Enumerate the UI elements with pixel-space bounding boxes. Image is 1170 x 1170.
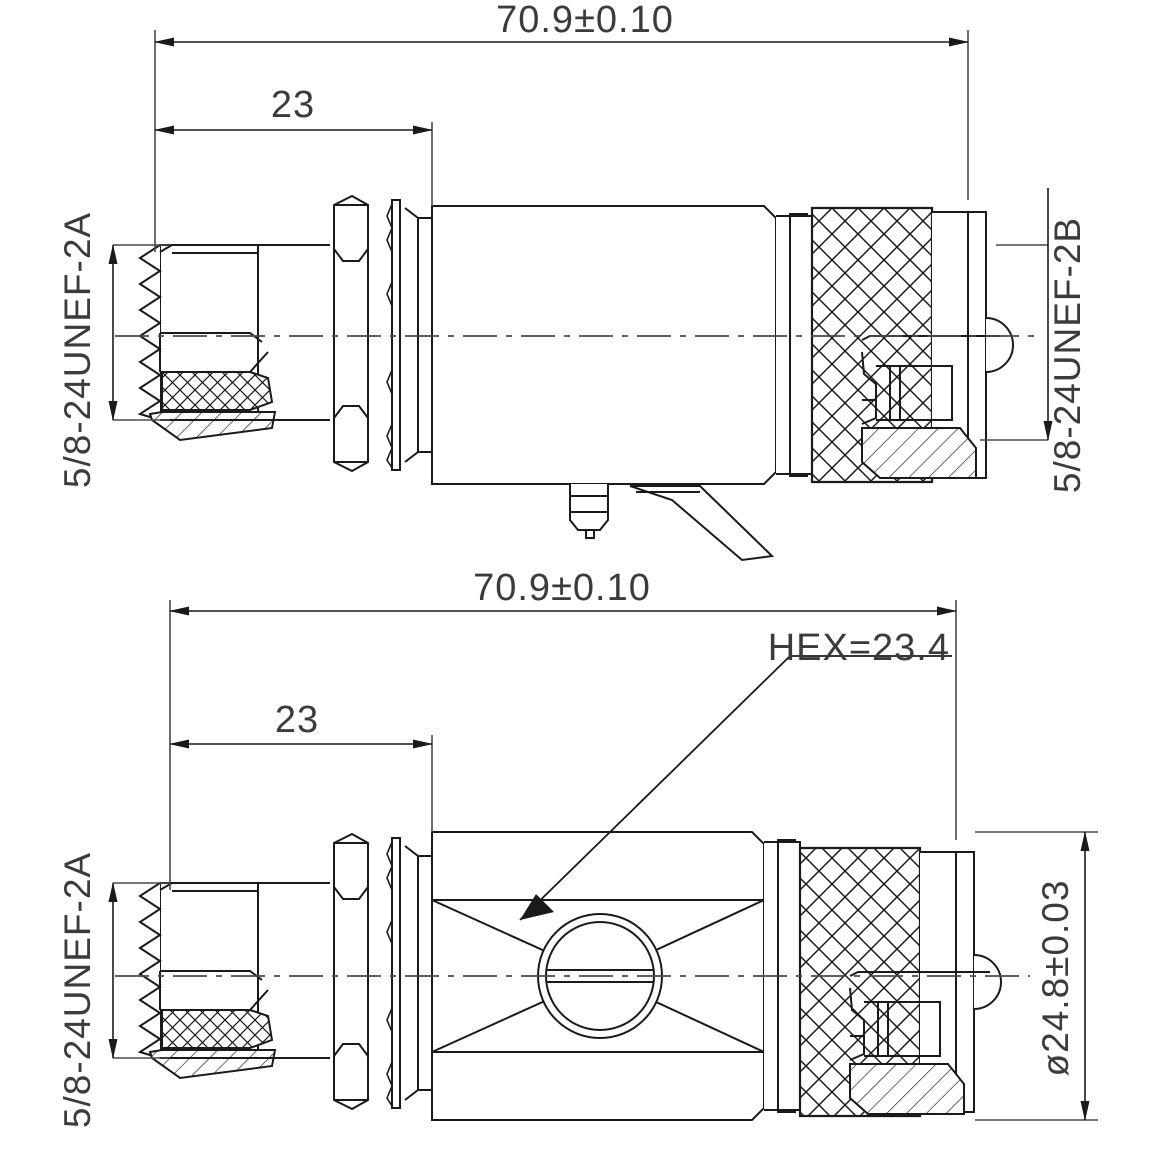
plug-right-bottom — [764, 841, 1002, 1118]
dim-hex-callout: HEX=23.4 — [768, 627, 950, 669]
label-left-thread-top: 5/8-24UNEF-2A — [57, 212, 98, 488]
hex-nut-bottom — [333, 832, 369, 1111]
dim-diameter-callout: ø24.8±0.03 — [1035, 880, 1076, 1077]
top-view — [115, 194, 1040, 562]
plug-right-top — [776, 206, 1014, 484]
dim-overall-length-top: 70.9±0.10 — [496, 0, 674, 41]
flange-face-top — [404, 207, 432, 463]
lock-washer-top — [386, 199, 401, 471]
bottom-view — [115, 831, 1030, 1121]
hex-nut-top — [333, 194, 369, 473]
dim-thread-offset-bottom: 23 — [275, 699, 319, 741]
leader-arrowhead-hex — [520, 894, 554, 920]
dimensions-top — [108, 30, 1053, 441]
main-body-top — [431, 205, 808, 485]
dim-thread-offset-top: 23 — [271, 84, 315, 126]
label-right-thread-top: 5/8-24UNEF-2B — [1047, 217, 1088, 493]
lock-washer-bottom — [386, 837, 401, 1109]
jack-thread-left-top — [137, 244, 330, 442]
dimensions-bottom — [108, 600, 1098, 1121]
flange-face-bottom — [404, 845, 432, 1101]
ground-tag-top — [569, 484, 775, 562]
leader-hex-callout — [519, 655, 952, 921]
label-left-thread-bottom: 5/8-24UNEF-2A — [57, 852, 98, 1128]
dim-overall-length-bottom: 70.9±0.10 — [473, 567, 651, 609]
